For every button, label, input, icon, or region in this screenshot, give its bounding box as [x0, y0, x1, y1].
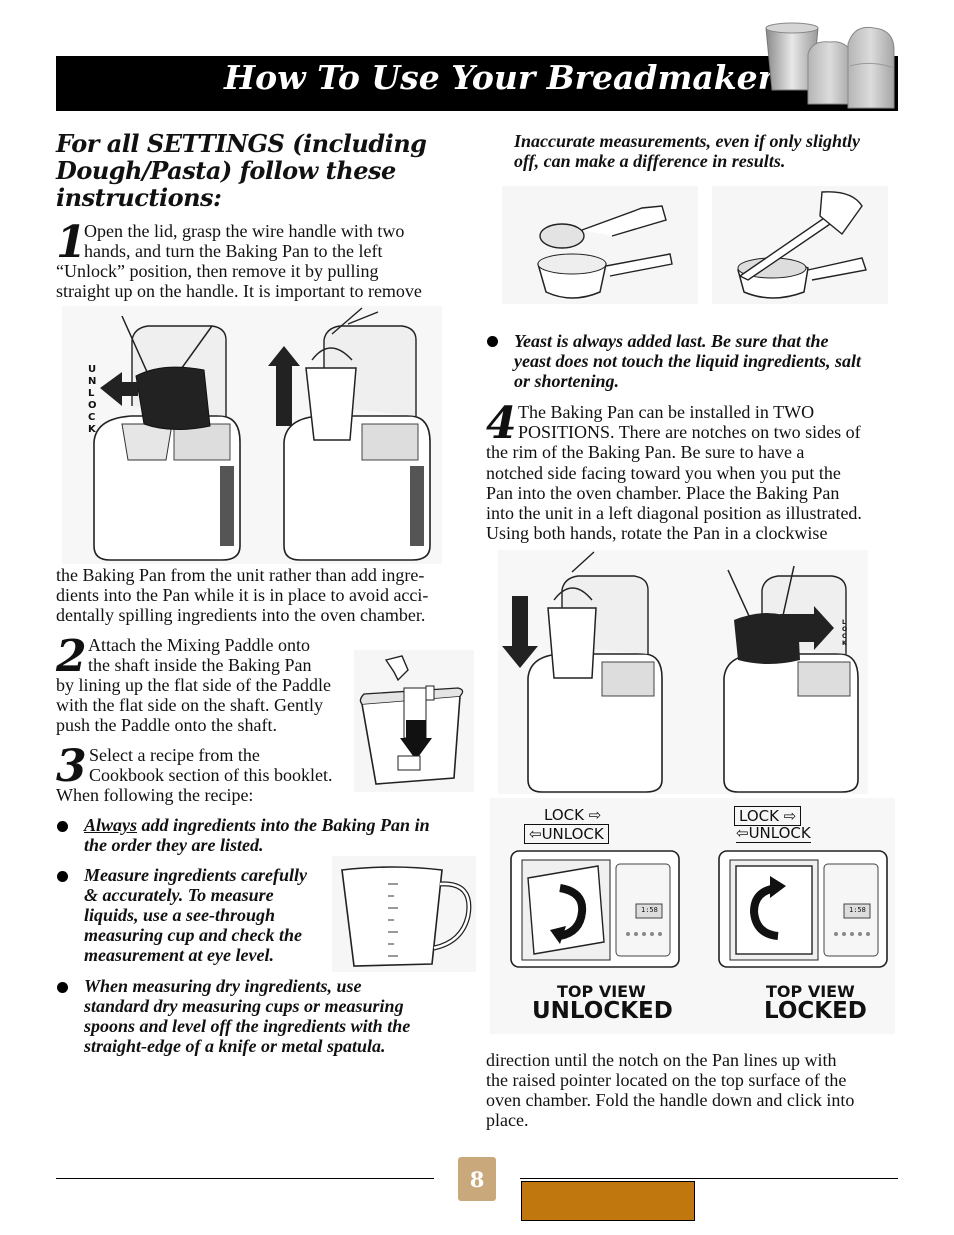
bullet-1-line-2: the order they are listed. [84, 835, 264, 855]
step-number-4: 4 [486, 398, 517, 449]
display-readout-left: 1:58 [641, 906, 658, 914]
bullet-2-line-3: liquids, use a see-through [84, 905, 276, 925]
step-number-1: 1 [56, 217, 87, 268]
bullet-3-line-1: When measuring dry ingredients, use [84, 976, 362, 996]
caption-locked: LOCKED [764, 998, 867, 1024]
bullet-1-emphasis: Always [84, 815, 138, 835]
svg-text:O: O [842, 626, 847, 633]
svg-text:N: N [88, 376, 96, 387]
bullet-4-line-1: Yeast is always added last. Be sure that… [514, 331, 829, 351]
install-pan-illustration: LOCK [498, 550, 868, 794]
step1-line-3: “Unlock” position, then remove it by pul… [56, 261, 379, 281]
bullet-2-line-1: Measure ingredients carefully [84, 865, 307, 885]
unlock-label-left: ⇦UNLOCK [524, 824, 609, 844]
bread-pan-illustration [765, 22, 895, 109]
bullet-dot [57, 821, 68, 832]
step2-line-2: the shaft inside the Baking Pan [88, 655, 312, 675]
top-view-locked-illustration [718, 850, 888, 968]
step3-line-1: Select a recipe from the [89, 745, 260, 765]
svg-text:L: L [88, 388, 95, 399]
step1-cont-2: dients into the Pan while it is in place… [56, 585, 429, 605]
leveling-knife-illustration [712, 186, 888, 304]
caption-top-view-right: TOP VIEW [766, 982, 855, 1001]
step1-line-2: hands, and turn the Baking Pan to the le… [84, 241, 383, 261]
footer-rule-left [56, 1178, 434, 1179]
mixing-paddle-illustration [354, 650, 474, 792]
caption-top-view-left: TOP VIEW [557, 982, 646, 1001]
measuring-spoon-illustration [502, 186, 698, 304]
footer-color-box [521, 1181, 695, 1221]
bullet-4-line-2: yeast does not touch the liquid ingredie… [514, 351, 862, 371]
top-view-unlocked-illustration [510, 850, 680, 968]
bullet-3-line-3: spoons and level off the ingredients wit… [84, 1016, 411, 1036]
accuracy-note-line-2: off, can make a difference in results. [514, 151, 786, 171]
measuring-cup-illustration [332, 856, 476, 972]
bullet-1-rest: add ingredients into the Baking Pan in [137, 815, 430, 835]
svg-text:L: L [842, 619, 846, 626]
step4-line-1: The Baking Pan can be installed in TWO [518, 402, 815, 422]
step4-line-6: into the unit in a left diagonal positio… [486, 503, 862, 523]
step1-line-4: straight up on the handle. It is importa… [56, 281, 422, 301]
remove-pan-illustration: UNL OCK [62, 306, 442, 564]
bullet-4-line-3: or shortening. [514, 371, 620, 391]
step-number-3: 3 [56, 741, 87, 792]
caption-unlocked: UNLOCKED [532, 998, 673, 1024]
step4-line-4: notched side facing toward you when you … [486, 463, 841, 483]
step3-line-3: When following the recipe: [56, 785, 254, 805]
step2-line-5: push the Paddle onto the shaft. [56, 715, 277, 735]
step4-line-3: the rim of the Baking Pan. Be sure to ha… [486, 442, 805, 462]
step2-line-3: by lining up the flat side of the Paddle [56, 675, 331, 695]
bullet-dot [57, 982, 68, 993]
accuracy-note-line-1: Inaccurate measurements, even if only sl… [514, 131, 860, 151]
svg-text:U: U [88, 364, 96, 375]
svg-text:O: O [88, 400, 97, 411]
step2-line-4: with the flat side on the shaft. Gently [56, 695, 323, 715]
bullet-2-line-5: measurement at eye level. [84, 945, 274, 965]
bullet-3-line-2: standard dry measuring cups or measuring [84, 996, 404, 1016]
svg-text:C: C [88, 412, 95, 423]
svg-text:K: K [842, 640, 847, 647]
step4-cont-4: place. [486, 1110, 529, 1130]
bullet-3-line-4: straight-edge of a knife or metal spatul… [84, 1036, 386, 1056]
bullet-dot [487, 336, 498, 347]
step1-cont-3: dentally spilling ingredients into the o… [56, 605, 426, 625]
bullet-2-line-2: & accurately. To measure [84, 885, 274, 905]
lock-label-left: LOCK ⇨ [544, 806, 602, 825]
header-bar [56, 56, 898, 111]
step4-line-2: POSITIONS. There are notches on two side… [518, 422, 861, 442]
svg-text:K: K [88, 424, 97, 435]
page-number: 8 [458, 1157, 496, 1201]
step4-cont-1: direction until the notch on the Pan lin… [486, 1050, 837, 1070]
footer-rule-right [520, 1178, 898, 1179]
bullet-dot [57, 871, 68, 882]
step1-line-1: Open the lid, grasp the wire handle with… [84, 221, 405, 241]
lock-label-right: LOCK ⇨ [734, 806, 802, 826]
bullet-2-line-4: measuring cup and check the [84, 925, 303, 945]
step-number-2: 2 [56, 631, 87, 682]
bullet-1-line-1: Always add ingredients into the Baking P… [84, 815, 430, 835]
step4-line-5: Pan into the oven chamber. Place the Bak… [486, 483, 840, 503]
section-heading: For all SETTINGS (including Dough/Pasta)… [56, 129, 427, 212]
step3-line-2: Cookbook section of this booklet. [89, 765, 333, 785]
page-title: How To Use Your Breadmaker [224, 58, 776, 97]
step2-line-1: Attach the Mixing Paddle onto [88, 635, 310, 655]
step1-cont-1: the Baking Pan from the unit rather than… [56, 565, 425, 585]
display-readout-right: 1:58 [849, 906, 866, 914]
unlock-label-right: ⇦UNLOCK [736, 824, 811, 843]
svg-text:C: C [842, 633, 847, 640]
step4-cont-2: the raised pointer located on the top su… [486, 1070, 847, 1090]
step4-line-7: Using both hands, rotate the Pan in a cl… [486, 523, 828, 543]
step4-cont-3: oven chamber. Fold the handle down and c… [486, 1090, 855, 1110]
